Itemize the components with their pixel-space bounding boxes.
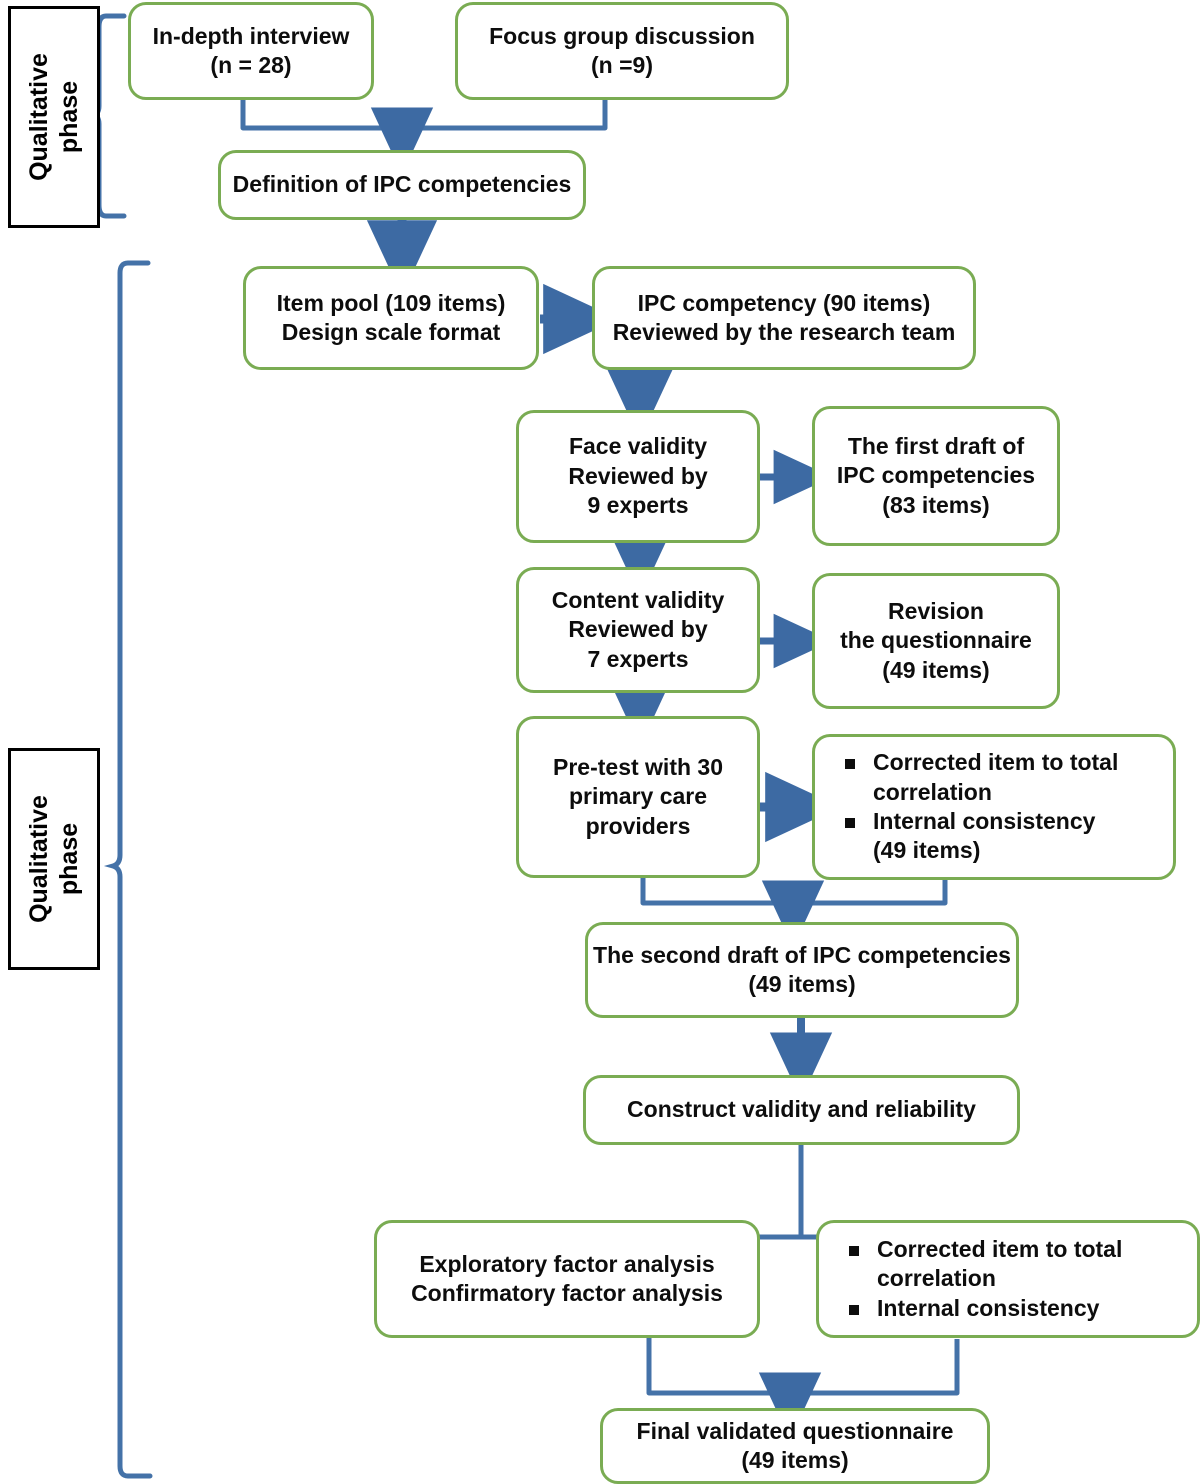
node-definition-line-1: Definition of IPC competencies xyxy=(232,171,572,198)
node-in-depth-interview[interactable]: In-depth interview (n = 28) xyxy=(128,2,374,100)
phase-label-qualitative-text: Qualitative phase xyxy=(24,53,84,181)
bullet2-corrected-item-to-total: Corrected item to total xyxy=(835,1235,1185,1264)
bullet-correlation-cont: correlation xyxy=(873,778,992,805)
node-revision-line-1: Revision xyxy=(888,597,984,624)
node-item-analysis-construct[interactable]: Corrected item to total correlation Inte… xyxy=(816,1220,1200,1338)
node-construct-validity-line-1: Construct validity and reliability xyxy=(627,1096,976,1123)
node-final-questionnaire-line-2: (49 items) xyxy=(741,1447,849,1473)
node-focus-group-line-2: (n =9) xyxy=(591,52,653,78)
node-first-draft[interactable]: The first draft of IPC competencies (83 … xyxy=(812,406,1060,546)
node-final-questionnaire-line-1: Final validated questionnaire xyxy=(636,1417,954,1444)
node-ipc-competency[interactable]: IPC competency (90 items) Reviewed by th… xyxy=(592,266,976,370)
phase-label-quantitative: Qualitative phase xyxy=(8,748,100,970)
node-pre-test-line-1: Pre-test with 30 xyxy=(553,753,723,780)
edge-to-second-draft xyxy=(640,878,948,948)
phase-quantitative-line-2: phase xyxy=(55,822,83,896)
node-second-draft-line-1: The second draft of IPC competencies xyxy=(593,941,1011,968)
node-in-depth-interview-line-1: In-depth interview xyxy=(152,22,350,49)
node-revision-line-2: the questionnaire xyxy=(840,627,1032,654)
bullet-internal-consistency: Internal consistency xyxy=(831,807,1161,836)
bullet2-correlation-cont: correlation xyxy=(877,1265,996,1292)
phase-label-qualitative: Qualitative phase xyxy=(8,6,100,228)
node-in-depth-interview-line-2: (n = 28) xyxy=(210,52,292,78)
node-item-pool[interactable]: Item pool (109 items) Design scale forma… xyxy=(243,266,539,370)
node-definition-of-ipc-competencies[interactable]: Definition of IPC competencies xyxy=(218,150,586,220)
node-ipc-competency-line-2: Reviewed by the research team xyxy=(612,319,956,345)
node-revision-line-3: (49 items) xyxy=(882,656,990,683)
node-final-questionnaire[interactable]: Final validated questionnaire (49 items) xyxy=(600,1408,990,1484)
node-face-validity-line-3: 9 experts xyxy=(587,492,689,519)
node-content-validity[interactable]: Content validity Reviewed by 7 experts xyxy=(516,567,760,693)
phase-qualitative-line-1: Qualitative xyxy=(25,53,53,181)
node-first-draft-line-1: The first draft of xyxy=(847,432,1025,459)
node-content-validity-line-2: Reviewed by xyxy=(568,616,708,643)
node-factor-analysis-line-1: Exploratory factor analysis xyxy=(419,1250,715,1277)
node-ipc-competency-line-1: IPC competency (90 items) xyxy=(637,289,931,316)
bullet2-internal-consistency: Internal consistency xyxy=(835,1294,1185,1323)
node-factor-analysis[interactable]: Exploratory factor analysis Confirmatory… xyxy=(374,1220,760,1338)
node-construct-validity[interactable]: Construct validity and reliability xyxy=(583,1075,1020,1145)
node-pre-test-line-2: primary care xyxy=(568,783,708,810)
bullet-49-items: (49 items) xyxy=(873,837,981,864)
node-face-validity-line-1: Face validity xyxy=(568,433,708,460)
node-factor-analysis-line-2: Confirmatory factor analysis xyxy=(411,1280,723,1306)
node-pre-test-line-3: providers xyxy=(585,812,691,839)
phase-quantitative-line-1: Qualitative xyxy=(25,795,53,923)
bullet-corrected-item-to-total: Corrected item to total xyxy=(831,748,1161,777)
node-face-validity-line-2: Reviewed by xyxy=(568,462,708,489)
edge-interview-fgd-to-definition xyxy=(240,98,608,175)
node-revision-questionnaire[interactable]: Revision the questionnaire (49 items) xyxy=(812,573,1060,709)
node-focus-group-discussion[interactable]: Focus group discussion (n =9) xyxy=(455,2,789,100)
node-face-validity[interactable]: Face validity Reviewed by 9 experts xyxy=(516,410,760,543)
node-item-pool-line-2: Design scale format xyxy=(281,319,501,345)
phase-qualitative-line-2: phase xyxy=(55,80,83,154)
node-focus-group-line-1: Focus group discussion xyxy=(489,22,755,49)
node-first-draft-line-2: IPC competencies xyxy=(836,462,1036,489)
bracket-quantitative-phase xyxy=(103,260,153,1479)
edge-to-final-questionnaire xyxy=(646,1337,960,1440)
node-content-validity-line-3: 7 experts xyxy=(587,645,689,672)
phase-label-quantitative-text: Qualitative phase xyxy=(24,795,84,923)
node-second-draft-line-2: (49 items) xyxy=(748,971,856,997)
node-item-pool-line-1: Item pool (109 items) xyxy=(276,289,506,316)
node-content-validity-line-1: Content validity xyxy=(551,586,725,613)
node-pre-test[interactable]: Pre-test with 30 primary care providers xyxy=(516,716,760,878)
node-first-draft-line-3: (83 items) xyxy=(882,491,990,518)
node-item-analysis-pretest[interactable]: Corrected item to total correlation Inte… xyxy=(812,734,1176,880)
node-second-draft[interactable]: The second draft of IPC competencies (49… xyxy=(585,922,1019,1018)
